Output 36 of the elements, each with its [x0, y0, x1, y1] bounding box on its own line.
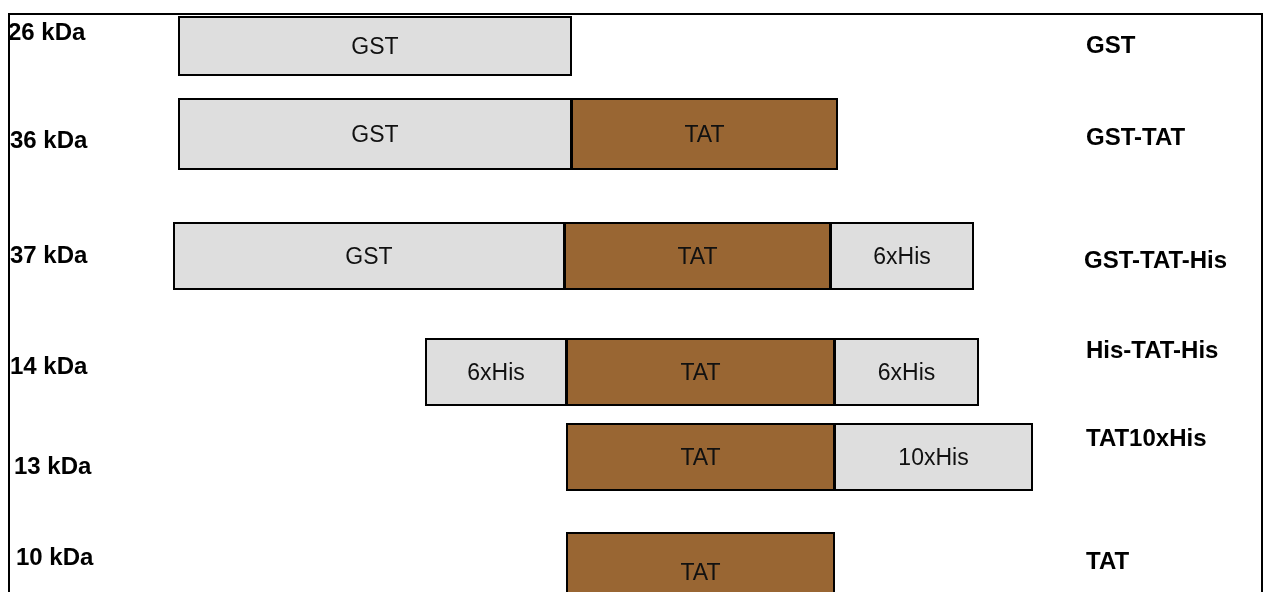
domain-box [834, 338, 979, 406]
domain-label: TAT [680, 560, 721, 584]
construct-name: GST [1086, 33, 1136, 57]
domain-label: 6xHis [877, 360, 936, 384]
domain-label: TAT [684, 122, 725, 146]
domain-label: 6xHis [467, 360, 525, 384]
domain-label: 6xHis [873, 244, 931, 268]
domain-label: TAT [680, 360, 721, 384]
domain-box [566, 338, 835, 406]
domain-box [834, 423, 1033, 491]
construct-name: TAT [1086, 549, 1130, 573]
mass-label: 14 kDa [10, 354, 88, 378]
mass-label: 36 kDa [10, 128, 88, 152]
domain-box [830, 222, 974, 290]
construct-name: GST-TAT-His [1084, 248, 1228, 272]
mass-label: 10 kDa [16, 545, 94, 569]
domain-box [425, 338, 567, 406]
domain-box [566, 532, 835, 592]
construct-name: GST-TAT [1086, 125, 1186, 149]
domain-label: GST [351, 34, 399, 58]
domain-label: TAT [680, 445, 721, 469]
domain-box [564, 222, 831, 290]
construct-name: TAT10xHis [1086, 426, 1207, 450]
mass-label: 26 kDa [8, 20, 86, 44]
domain-box [566, 423, 835, 491]
construct-name: His-TAT-His [1086, 338, 1219, 362]
mass-label: 37 kDa [10, 243, 88, 267]
mass-label: 13 kDa [14, 454, 92, 478]
domain-label: TAT [677, 244, 718, 268]
domain-box [178, 98, 572, 170]
domain-box [173, 222, 565, 290]
domain-label: 10xHis [898, 445, 969, 469]
domain-box [178, 16, 572, 76]
domain-box [571, 98, 838, 170]
domain-label: GST [345, 244, 393, 268]
domain-label: GST [351, 122, 399, 146]
